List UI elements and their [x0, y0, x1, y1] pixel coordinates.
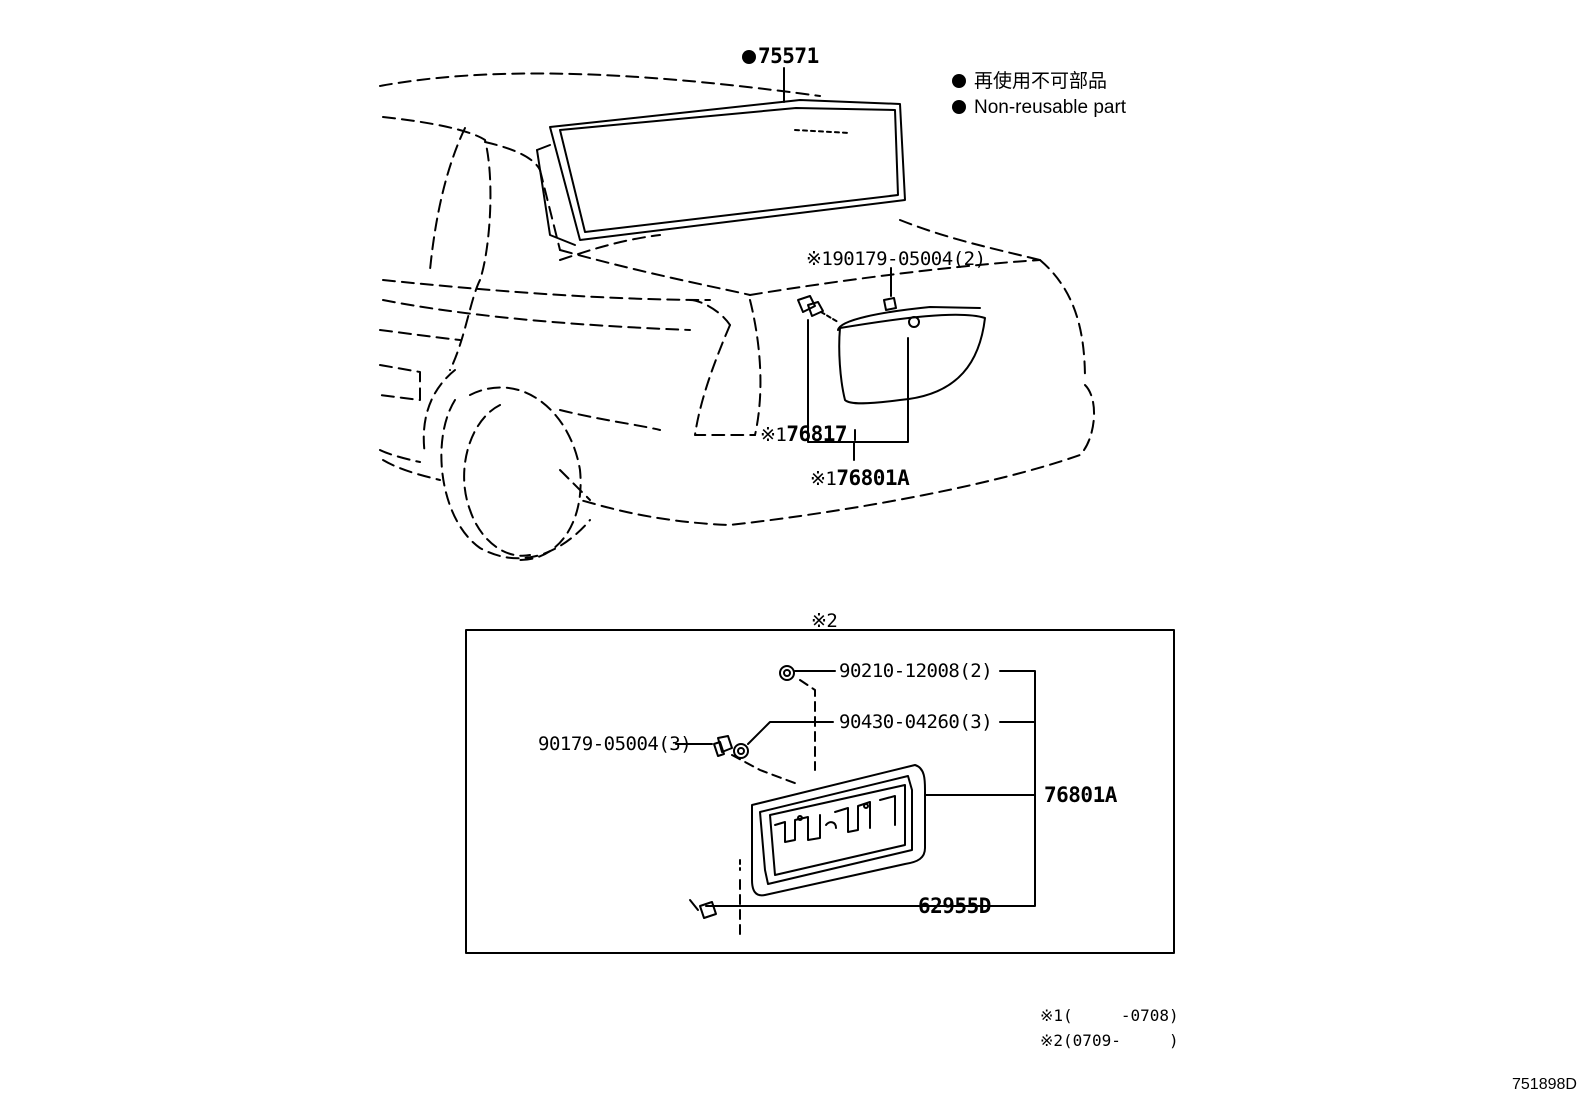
part-label-90210-12008[interactable]: 90210-12008(2): [839, 660, 993, 682]
part-label-76817[interactable]: ※176817: [760, 422, 848, 446]
part-label-90430-04260[interactable]: 90430-04260(3): [839, 711, 993, 733]
detail-box: [465, 629, 1175, 954]
car-body-outline: [379, 72, 1096, 561]
footnote-2: ※2(0709- ): [1040, 1031, 1179, 1050]
part-label-75571[interactable]: 75571: [742, 46, 819, 67]
mark-label: ※1: [806, 248, 833, 270]
part-label-76801A-detail[interactable]: 76801A: [1044, 783, 1117, 807]
rear-window-seal: [536, 99, 906, 246]
bullet-icon: [952, 100, 966, 114]
detail-parts: [675, 665, 1036, 936]
legend-english: Non-reusable part: [952, 98, 1126, 117]
bracket-lines: [807, 319, 909, 461]
non-reusable-dot-icon: [742, 50, 756, 64]
trunk-garnish: [797, 267, 986, 405]
part-label-90179-05004-top[interactable]: ※190179-05004(2): [806, 248, 986, 270]
legend-english-text: Non-reusable part: [974, 97, 1127, 118]
bullet-icon: [952, 74, 966, 88]
legend-japanese: 再使用不可部品: [952, 72, 1107, 91]
detail-title: ※2: [811, 610, 838, 632]
diagram-code: 751898D: [1512, 1076, 1577, 1093]
footnote-1: ※1( -0708): [1040, 1006, 1179, 1025]
part-label-76801A-top[interactable]: ※176801A: [810, 466, 910, 490]
legend-japanese-text: 再使用不可部品: [974, 71, 1108, 92]
mark-label: ※1: [810, 468, 837, 490]
mark-label: ※1: [760, 424, 787, 446]
part-label-90179-05004-detail[interactable]: 90179-05004(3): [538, 733, 692, 755]
part-label-62955D[interactable]: 62955D: [918, 894, 991, 918]
